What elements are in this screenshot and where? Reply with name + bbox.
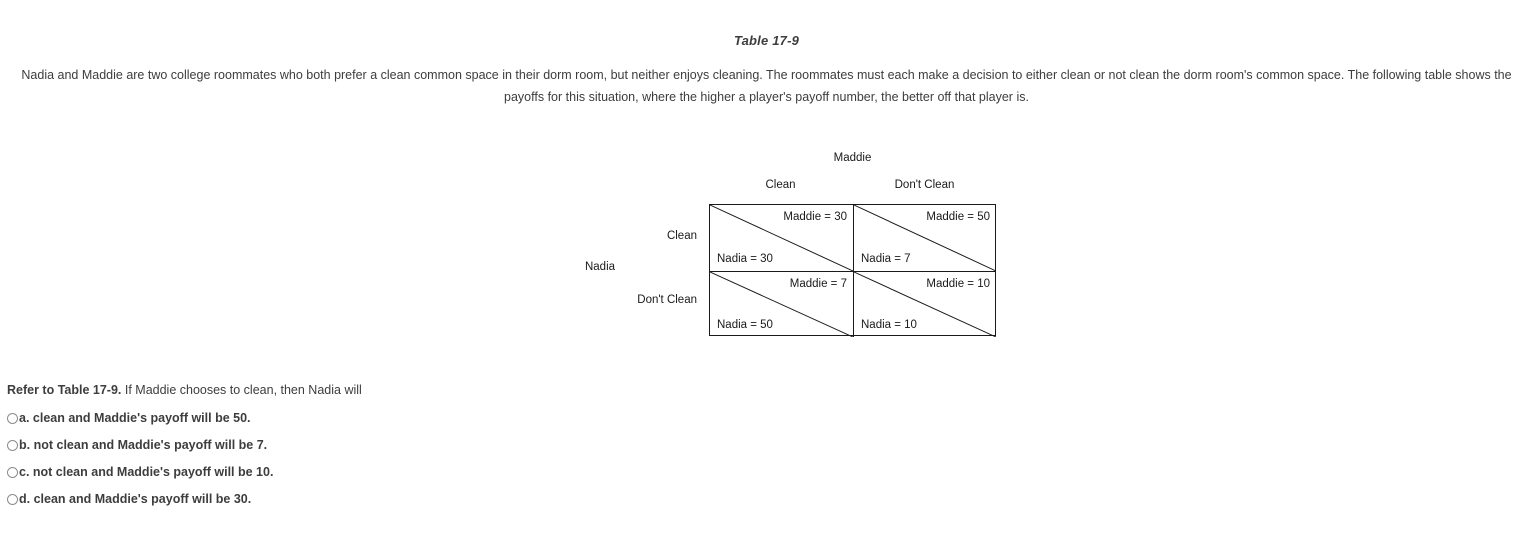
row-header-clean: Clean bbox=[666, 230, 697, 242]
option-a-label: a. clean and Maddie's payoff will be 50. bbox=[19, 411, 251, 426]
payoff-matrix: Maddie Clean Don't Clean Nadia Clean Don… bbox=[584, 152, 996, 337]
row-player-label: Nadia bbox=[584, 261, 616, 273]
option-a[interactable]: a. clean and Maddie's payoff will be 50. bbox=[7, 405, 707, 432]
column-header-dont-clean: Don't Clean bbox=[894, 179, 955, 191]
question-reference: Refer to Table 17-9. bbox=[7, 383, 122, 397]
matrix-cell-clean-dontclean: Maddie = 50 Nadia = 7 bbox=[853, 205, 996, 271]
row-header-dont-clean: Don't Clean bbox=[637, 294, 697, 306]
option-d[interactable]: d. clean and Maddie's payoff will be 30. bbox=[7, 486, 707, 513]
cell-diagonal-icon bbox=[710, 205, 853, 271]
payoff-maddie: Maddie = 7 bbox=[789, 278, 847, 290]
matrix-cell-dontclean-clean: Maddie = 7 Nadia = 50 bbox=[710, 271, 853, 337]
payoff-maddie: Maddie = 50 bbox=[926, 211, 990, 223]
payoff-nadia: Nadia = 30 bbox=[717, 253, 773, 265]
option-c[interactable]: c. not clean and Maddie's payoff will be… bbox=[7, 459, 707, 486]
payoff-maddie: Maddie = 30 bbox=[783, 211, 847, 223]
page-title: Table 17-9 bbox=[733, 33, 800, 48]
radio-button-icon[interactable] bbox=[7, 494, 18, 505]
cell-diagonal-icon bbox=[710, 272, 853, 337]
payoff-grid: Maddie = 30 Nadia = 30 Maddie = 50 Nadia… bbox=[709, 204, 996, 337]
payoff-nadia: Nadia = 7 bbox=[861, 253, 911, 265]
matrix-cell-clean-clean: Maddie = 30 Nadia = 30 bbox=[710, 205, 853, 271]
cell-diagonal-icon bbox=[854, 272, 996, 337]
question-stem: If Maddie chooses to clean, then Nadia w… bbox=[121, 383, 362, 397]
cell-diagonal-icon bbox=[854, 205, 996, 271]
option-d-label: d. clean and Maddie's payoff will be 30. bbox=[19, 492, 252, 507]
payoff-nadia: Nadia = 50 bbox=[717, 319, 773, 331]
scenario-description: Nadia and Maddie are two college roommat… bbox=[21, 68, 1512, 104]
option-b-label: b. not clean and Maddie's payoff will be… bbox=[19, 438, 268, 453]
question-prompt: Refer to Table 17-9. If Maddie chooses t… bbox=[7, 383, 362, 397]
radio-button-icon[interactable] bbox=[7, 413, 18, 424]
matrix-cell-dontclean-dontclean: Maddie = 10 Nadia = 10 bbox=[853, 271, 996, 337]
column-player-label: Maddie bbox=[833, 152, 872, 164]
radio-button-icon[interactable] bbox=[7, 440, 18, 451]
radio-button-icon[interactable] bbox=[7, 467, 18, 478]
payoff-nadia: Nadia = 10 bbox=[861, 319, 917, 331]
payoff-maddie: Maddie = 10 bbox=[926, 278, 990, 290]
option-b[interactable]: b. not clean and Maddie's payoff will be… bbox=[7, 432, 707, 459]
column-header-clean: Clean bbox=[765, 179, 796, 191]
option-c-label: c. not clean and Maddie's payoff will be… bbox=[19, 465, 274, 480]
answer-options: a. clean and Maddie's payoff will be 50.… bbox=[7, 405, 707, 513]
